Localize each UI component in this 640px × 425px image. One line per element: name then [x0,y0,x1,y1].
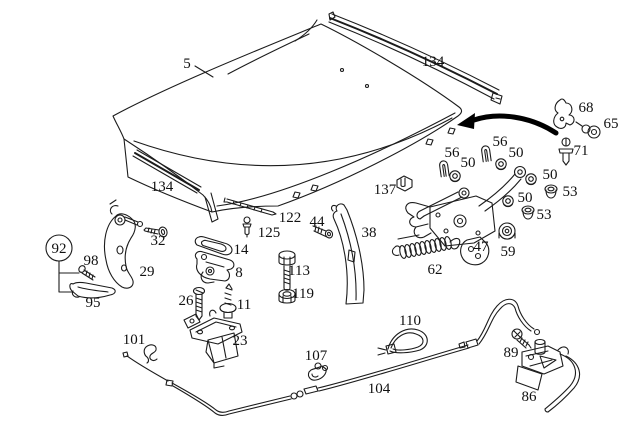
part-113-bolt [278,250,296,291]
part-104-cable [122,298,541,416]
hood-front-fascia-edge [123,138,213,213]
part-label-62: 62 [428,262,443,278]
part-label-14: 14 [234,242,250,258]
part-101-clip [143,344,158,364]
part-label-89: 89 [504,345,519,361]
part-label-50c: 50 [543,167,558,183]
part-53-buffer-a [544,184,558,199]
part-125-clip [242,216,252,238]
pointer-arrow-icon [457,113,559,136]
part-50-grommet-d [502,195,514,208]
part-label-56a: 56 [445,145,461,161]
part-label-107: 107 [305,348,328,364]
part-labels: 5 134 134 68 65 71 56 50 56 50 137 50 53… [52,54,619,405]
hood-right-edge-inner [216,112,456,207]
hood-rear-fold [294,19,318,42]
part-label-53a: 53 [563,184,578,200]
part-50-grommet-b [495,158,507,171]
part-label-134b: 134 [151,179,174,195]
part-label-119: 119 [292,286,314,302]
part-65-bolt [575,121,601,139]
hood-panel [112,19,463,223]
part-label-50b: 50 [509,145,524,161]
part-label-137: 137 [374,182,397,198]
part-label-101: 101 [123,332,146,348]
part-label-86: 86 [522,389,538,405]
part-label-113: 113 [288,263,310,279]
part-44-screw [312,225,334,239]
part-label-122: 122 [279,210,302,226]
part-11-stud [219,283,237,319]
part-53-buffer-b [521,205,535,220]
part-47-bracket [460,236,490,266]
part-label-95: 95 [86,295,101,311]
part-137-clip [396,175,413,192]
part-label-104: 104 [368,381,391,397]
part-68-bracket [553,98,575,129]
part-71-rivet [558,137,574,166]
part-56-clip-a [439,160,450,178]
hinge-assembly [397,165,527,266]
part-label-59: 59 [501,244,516,260]
part-label-38: 38 [362,225,377,241]
part-label-32: 32 [151,233,166,249]
part-14-gasket [194,236,233,256]
part-86-release-handle [515,338,581,413]
rear-molding-strip [328,11,503,105]
hood-crease [133,117,453,167]
part-label-50d: 50 [518,190,533,206]
part-label-26: 26 [179,293,195,309]
part-label-125: 125 [258,225,281,241]
part-label-92: 92 [52,241,67,257]
leader-line-5 [194,65,214,78]
part-62-spring [391,236,461,259]
part-label-68: 68 [579,100,594,116]
part-label-56b: 56 [493,134,509,150]
front-molding-strip [132,149,202,194]
part-95-lever [69,281,116,299]
part-label-8: 8 [235,265,243,281]
part-26-screw [192,286,206,321]
part-98-pin [78,265,96,281]
part-38-panel [331,203,365,305]
part-label-11: 11 [237,297,251,313]
group-92-callout [45,234,80,293]
part-label-29: 29 [140,264,155,280]
part-label-110: 110 [399,313,421,329]
part-label-44: 44 [310,214,326,230]
part-122-rod [223,197,277,216]
part-label-65: 65 [604,116,619,132]
part-29-bracket [103,199,144,289]
part-89-screw [511,328,532,349]
part-label-5: 5 [183,56,191,72]
part-32-screw [143,226,168,238]
part-label-50a: 50 [461,155,476,171]
part-59-buffer [498,222,516,240]
part-label-47: 47 [474,239,490,255]
part-23-lock-housing [183,309,243,369]
part-label-53b: 53 [537,207,552,223]
part-56-clip-b [481,145,492,163]
part-50-grommet-c [525,173,537,186]
part-label-134a: 134 [422,54,445,70]
part-119-nut [278,288,296,304]
hood-corner-strut [204,192,219,223]
part-label-71: 71 [574,143,589,159]
part-107-clip [307,362,329,381]
part-50-grommet-a [449,170,461,183]
part-label-23: 23 [233,333,248,349]
part-8-safety-catch [194,251,235,284]
part-110-cable-tie [377,328,428,356]
part-label-98: 98 [84,253,99,269]
